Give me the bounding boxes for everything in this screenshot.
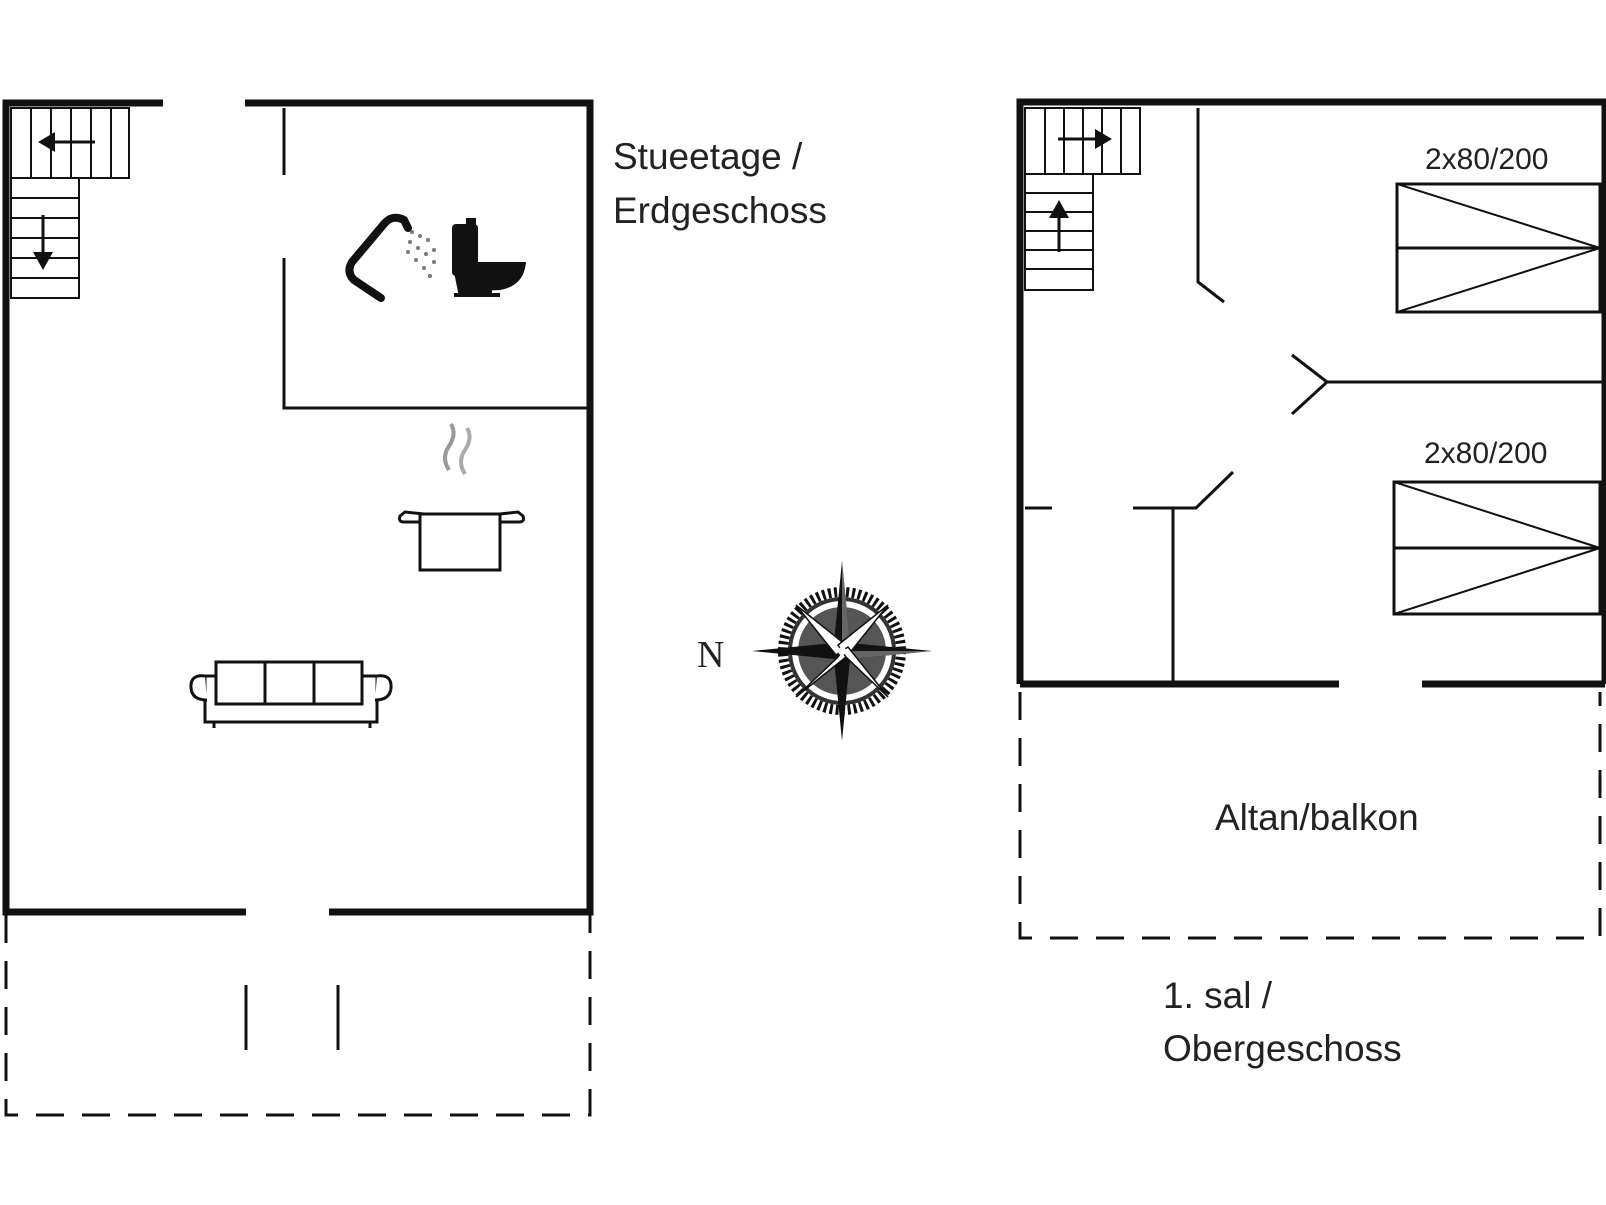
sofa-icon (189, 660, 393, 728)
compass-north-label: N (697, 634, 724, 676)
upper-floor-plan: Altan/balkon (1016, 98, 1606, 1069)
ground-floor-terrace (4, 915, 592, 1117)
interior-wall (1025, 470, 1235, 682)
ground-floor-label-line2: Erdgeschoss (613, 190, 827, 231)
upper-floor-outer-wall (1016, 98, 1606, 688)
interior-wall (1196, 108, 1225, 304)
upper-floor-label-line2: Obergeschoss (1163, 1028, 1402, 1069)
compass-rose-icon (752, 561, 932, 741)
bed-label-2: 2x80/200 (1424, 437, 1547, 470)
bathroom-wall (282, 108, 590, 410)
ground-floor-outer-wall (2, 99, 594, 916)
ground-floor-label-line1: Stueetage / (613, 136, 803, 177)
terrace-post (244, 985, 340, 1050)
ground-floor-plan: Stueetage / Erdgeschoss (2, 99, 827, 1117)
interior-wall (1290, 353, 1605, 416)
stairs-icon (10, 107, 130, 299)
bed-icon (1395, 182, 1602, 314)
upper-floor-label-line1: 1. sal / (1163, 975, 1273, 1016)
bed-icon (1392, 480, 1602, 616)
toilet-icon (452, 218, 526, 297)
bed-label-1: 2x80/200 (1425, 143, 1548, 176)
balcony-label: Altan/balkon (1215, 797, 1419, 838)
shower-icon (345, 213, 436, 302)
cooking-pot-icon (398, 422, 525, 572)
stairs-icon (1024, 107, 1141, 291)
